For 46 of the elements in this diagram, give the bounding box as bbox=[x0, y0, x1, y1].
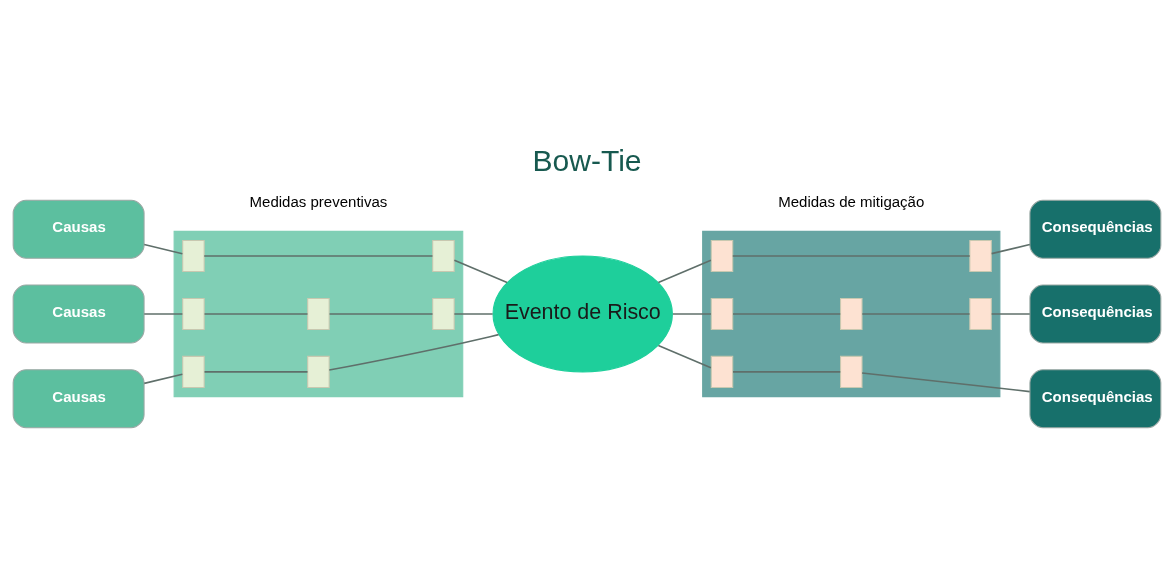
node-box bbox=[182, 355, 205, 388]
node-box: Consequências bbox=[1029, 284, 1162, 344]
node-box: Consequências bbox=[1029, 199, 1162, 259]
cluster bbox=[173, 230, 464, 398]
node-box bbox=[432, 239, 455, 273]
connector bbox=[143, 313, 184, 315]
node-box: Causas bbox=[12, 199, 145, 259]
connector bbox=[990, 243, 1031, 255]
connector bbox=[143, 373, 184, 385]
connector bbox=[453, 313, 494, 315]
diagram-title: Bow-Tie bbox=[532, 143, 642, 177]
connector bbox=[328, 333, 500, 371]
connector bbox=[990, 313, 1031, 315]
connector bbox=[732, 371, 842, 373]
connector bbox=[143, 243, 184, 255]
node-box bbox=[710, 297, 734, 331]
node-box bbox=[307, 355, 330, 388]
connector bbox=[328, 313, 434, 315]
connector bbox=[732, 255, 971, 257]
node-ellipse: Evento de Risco bbox=[492, 255, 673, 373]
node-box: Causas bbox=[12, 284, 145, 344]
connector bbox=[203, 313, 309, 315]
node-box bbox=[969, 297, 992, 331]
node-box bbox=[840, 297, 863, 331]
node-box bbox=[710, 355, 734, 388]
connector bbox=[861, 372, 1031, 393]
connector bbox=[861, 313, 971, 315]
node-box bbox=[182, 297, 205, 331]
connector bbox=[672, 313, 712, 315]
connector bbox=[657, 344, 712, 369]
node-box bbox=[710, 239, 734, 273]
cluster bbox=[702, 230, 1001, 398]
connector bbox=[203, 255, 434, 257]
connector bbox=[453, 259, 508, 284]
node-box bbox=[840, 355, 863, 388]
node-box bbox=[432, 297, 455, 331]
label: Medidas preventivas bbox=[249, 193, 388, 211]
node-box bbox=[307, 297, 330, 331]
connector bbox=[732, 313, 842, 315]
label: Medidas de mitigação bbox=[778, 193, 925, 211]
node-box: Consequências bbox=[1029, 369, 1162, 429]
node-box bbox=[969, 239, 992, 273]
node-box bbox=[182, 239, 205, 273]
connector bbox=[657, 259, 712, 284]
node-box: Causas bbox=[12, 369, 145, 429]
connector bbox=[203, 371, 309, 373]
